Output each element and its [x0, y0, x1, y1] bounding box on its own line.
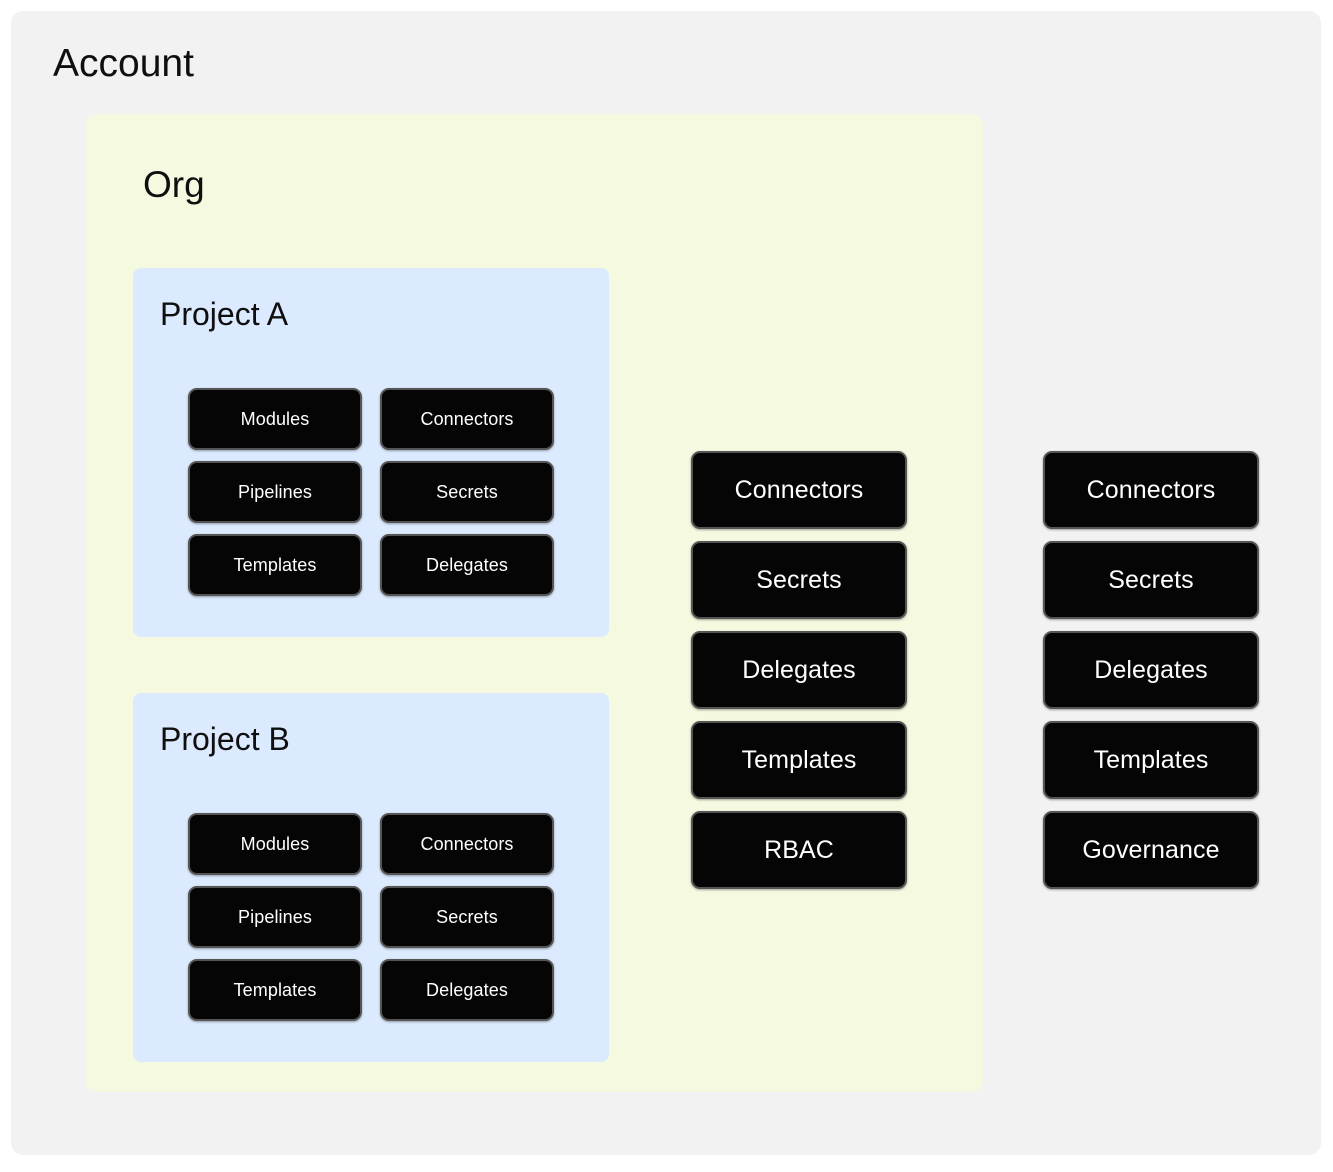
account-node-secrets[interactable]: Secrets: [1043, 541, 1259, 619]
org-node-templates[interactable]: Templates: [691, 721, 907, 799]
project-b-node-pipelines[interactable]: Pipelines: [188, 886, 362, 948]
org-scope-title: Org: [143, 164, 205, 205]
org-resource-stack: Connectors Secrets Delegates Templates R…: [691, 451, 907, 889]
org-node-delegates[interactable]: Delegates: [691, 631, 907, 709]
project-b-scope-container: Project B Modules Connectors Pipelines S…: [133, 693, 609, 1062]
project-a-node-connectors[interactable]: Connectors: [380, 388, 554, 450]
org-node-rbac[interactable]: RBAC: [691, 811, 907, 889]
account-node-delegates[interactable]: Delegates: [1043, 631, 1259, 709]
project-a-node-modules[interactable]: Modules: [188, 388, 362, 450]
project-a-node-secrets[interactable]: Secrets: [380, 461, 554, 523]
project-b-resource-grid: Modules Connectors Pipelines Secrets Tem…: [188, 813, 554, 1021]
project-a-node-templates[interactable]: Templates: [188, 534, 362, 596]
project-a-scope-title: Project A: [160, 296, 289, 332]
project-a-scope-container: Project A Modules Connectors Pipelines S…: [133, 268, 609, 637]
account-resource-stack: Connectors Secrets Delegates Templates G…: [1043, 451, 1259, 889]
project-a-node-delegates[interactable]: Delegates: [380, 534, 554, 596]
org-node-secrets[interactable]: Secrets: [691, 541, 907, 619]
account-scope-container: Account Org Project A Modules Connectors…: [11, 11, 1321, 1155]
project-a-resource-grid: Modules Connectors Pipelines Secrets Tem…: [188, 388, 554, 596]
project-b-node-templates[interactable]: Templates: [188, 959, 362, 1021]
project-b-node-secrets[interactable]: Secrets: [380, 886, 554, 948]
account-node-templates[interactable]: Templates: [1043, 721, 1259, 799]
project-a-node-pipelines[interactable]: Pipelines: [188, 461, 362, 523]
project-b-node-modules[interactable]: Modules: [188, 813, 362, 875]
account-node-connectors[interactable]: Connectors: [1043, 451, 1259, 529]
account-scope-title: Account: [53, 42, 194, 85]
org-node-connectors[interactable]: Connectors: [691, 451, 907, 529]
project-b-node-connectors[interactable]: Connectors: [380, 813, 554, 875]
account-node-governance[interactable]: Governance: [1043, 811, 1259, 889]
project-b-node-delegates[interactable]: Delegates: [380, 959, 554, 1021]
project-b-scope-title: Project B: [160, 721, 290, 757]
